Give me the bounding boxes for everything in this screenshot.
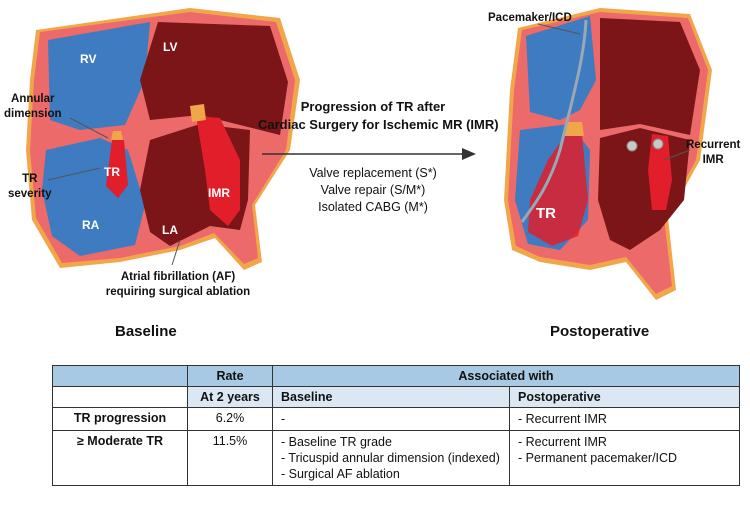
callout-tr-line-1: TR	[22, 173, 38, 185]
label-lv: LV	[163, 40, 178, 54]
surgery-item-isolated-cabg: Isolated CABG (M*)	[318, 200, 428, 214]
surgery-list: Valve replacement (S*) Valve repair (S/M…	[288, 165, 458, 216]
table-header-row: Rate Associated with	[52, 365, 740, 387]
table-row: TR progression 6.2% - - Recurrent IMR	[52, 407, 740, 431]
label-tr-baseline: TR	[104, 165, 120, 179]
callout-tr-line-2: severity	[8, 188, 52, 200]
table-header-associated: Associated with	[272, 365, 740, 387]
progression-title: Progression of TR after Cardiac Surgery …	[258, 98, 499, 134]
surgery-item-valve-replacement: Valve replacement (S*)	[309, 166, 437, 180]
row-rate-tr-progression: 6.2%	[187, 407, 273, 431]
list-item: - Tricuspid annular dimension (indexed)	[281, 451, 500, 465]
baseline-mitral-valve	[190, 104, 206, 122]
table-subheader-at-2-years: At 2 years	[187, 386, 273, 408]
table-header-rate: Rate	[187, 365, 273, 387]
postop-heart	[504, 8, 712, 300]
list-item: - Recurrent IMR	[518, 412, 607, 426]
postop-imr-jet	[648, 134, 672, 210]
surgery-item-valve-repair: Valve repair (S/M*)	[320, 183, 426, 197]
callout-recurrent-line-1: Recurrent	[686, 139, 741, 151]
label-la: LA	[162, 223, 178, 237]
table-row: ≥ Moderate TR 11.5% - Baseline TR grade …	[52, 430, 740, 486]
list-item: - Recurrent IMR	[518, 435, 607, 449]
label-rv: RV	[80, 52, 97, 66]
row-rate-moderate-tr: 11.5%	[187, 430, 273, 486]
baseline-title: Baseline	[115, 323, 177, 340]
baseline-imr-jet	[196, 116, 240, 226]
label-tr-postop: TR	[536, 205, 556, 222]
callout-af-line-2: requiring surgical ablation	[105, 286, 251, 298]
list-item: -	[281, 412, 286, 426]
mitral-ring-right	[652, 138, 664, 150]
postoperative-title: Postoperative	[550, 323, 650, 340]
table-header-empty	[52, 365, 188, 387]
recurrent-imr-callout-line	[663, 149, 691, 161]
baseline-ra	[42, 138, 145, 256]
row-baseline-tr-progression: -	[272, 407, 510, 431]
baseline-heart	[26, 8, 300, 270]
callout-af-line-1: Atrial fibrillation (AF)	[120, 271, 236, 283]
callout-recurrent-line-2: IMR	[702, 154, 724, 166]
list-item: - Permanent pacemaker/ICD	[518, 451, 678, 465]
list-item: - Baseline TR grade	[281, 435, 392, 449]
progression-title-line-1: Progression of TR after	[300, 99, 446, 114]
callout-annular-line-2: dimension	[4, 108, 62, 120]
af-callout-line	[171, 239, 181, 266]
table-subheader-postoperative: Postoperative	[509, 386, 740, 408]
label-ra: RA	[82, 218, 100, 232]
summary-table: Rate Associated with At 2 years Baseline…	[52, 365, 740, 486]
callout-annular-line-1: Annular	[11, 93, 55, 105]
row-baseline-moderate-tr: - Baseline TR grade - Tricuspid annular …	[272, 430, 510, 486]
callout-annular-dimension: Annular dimension	[4, 92, 62, 122]
postop-tricuspid-valve	[564, 122, 584, 136]
table-subheader-row: At 2 years Baseline Postoperative	[52, 386, 740, 408]
baseline-lv	[140, 22, 288, 135]
label-imr-baseline: IMR	[208, 186, 230, 200]
postop-tr-jet	[528, 134, 588, 246]
row-label-tr-progression: TR progression	[52, 407, 188, 431]
tr-severity-callout-line	[47, 167, 101, 181]
row-postop-tr-progression: - Recurrent IMR	[509, 407, 740, 431]
callout-recurrent-imr: Recurrent IMR	[686, 138, 740, 168]
list-item: - Surgical AF ablation	[281, 467, 400, 481]
table-subheader-empty	[52, 386, 188, 408]
progression-arrow	[262, 148, 476, 160]
callout-af: Atrial fibrillation (AF) requiring surgi…	[78, 270, 278, 300]
pacemaker-callout-line	[537, 23, 581, 35]
mitral-ring-left	[626, 140, 638, 152]
callout-pacemaker: Pacemaker/ICD	[488, 12, 572, 24]
baseline-tricuspid-valve	[111, 131, 123, 140]
baseline-rv	[48, 22, 150, 130]
postop-rv	[526, 16, 596, 120]
callout-tr-severity: TR severity	[8, 172, 51, 202]
row-postop-moderate-tr: - Recurrent IMR - Permanent pacemaker/IC…	[509, 430, 740, 486]
pacemaker-lead	[520, 19, 588, 223]
postop-lv	[600, 18, 700, 135]
row-label-moderate-tr: ≥ Moderate TR	[52, 430, 188, 486]
postop-la	[598, 128, 690, 250]
baseline-tr-jet	[106, 140, 128, 198]
progression-title-line-2: Cardiac Surgery for Ischemic MR (IMR)	[258, 117, 499, 132]
table-subheader-baseline: Baseline	[272, 386, 510, 408]
annular-callout-line	[69, 117, 109, 139]
